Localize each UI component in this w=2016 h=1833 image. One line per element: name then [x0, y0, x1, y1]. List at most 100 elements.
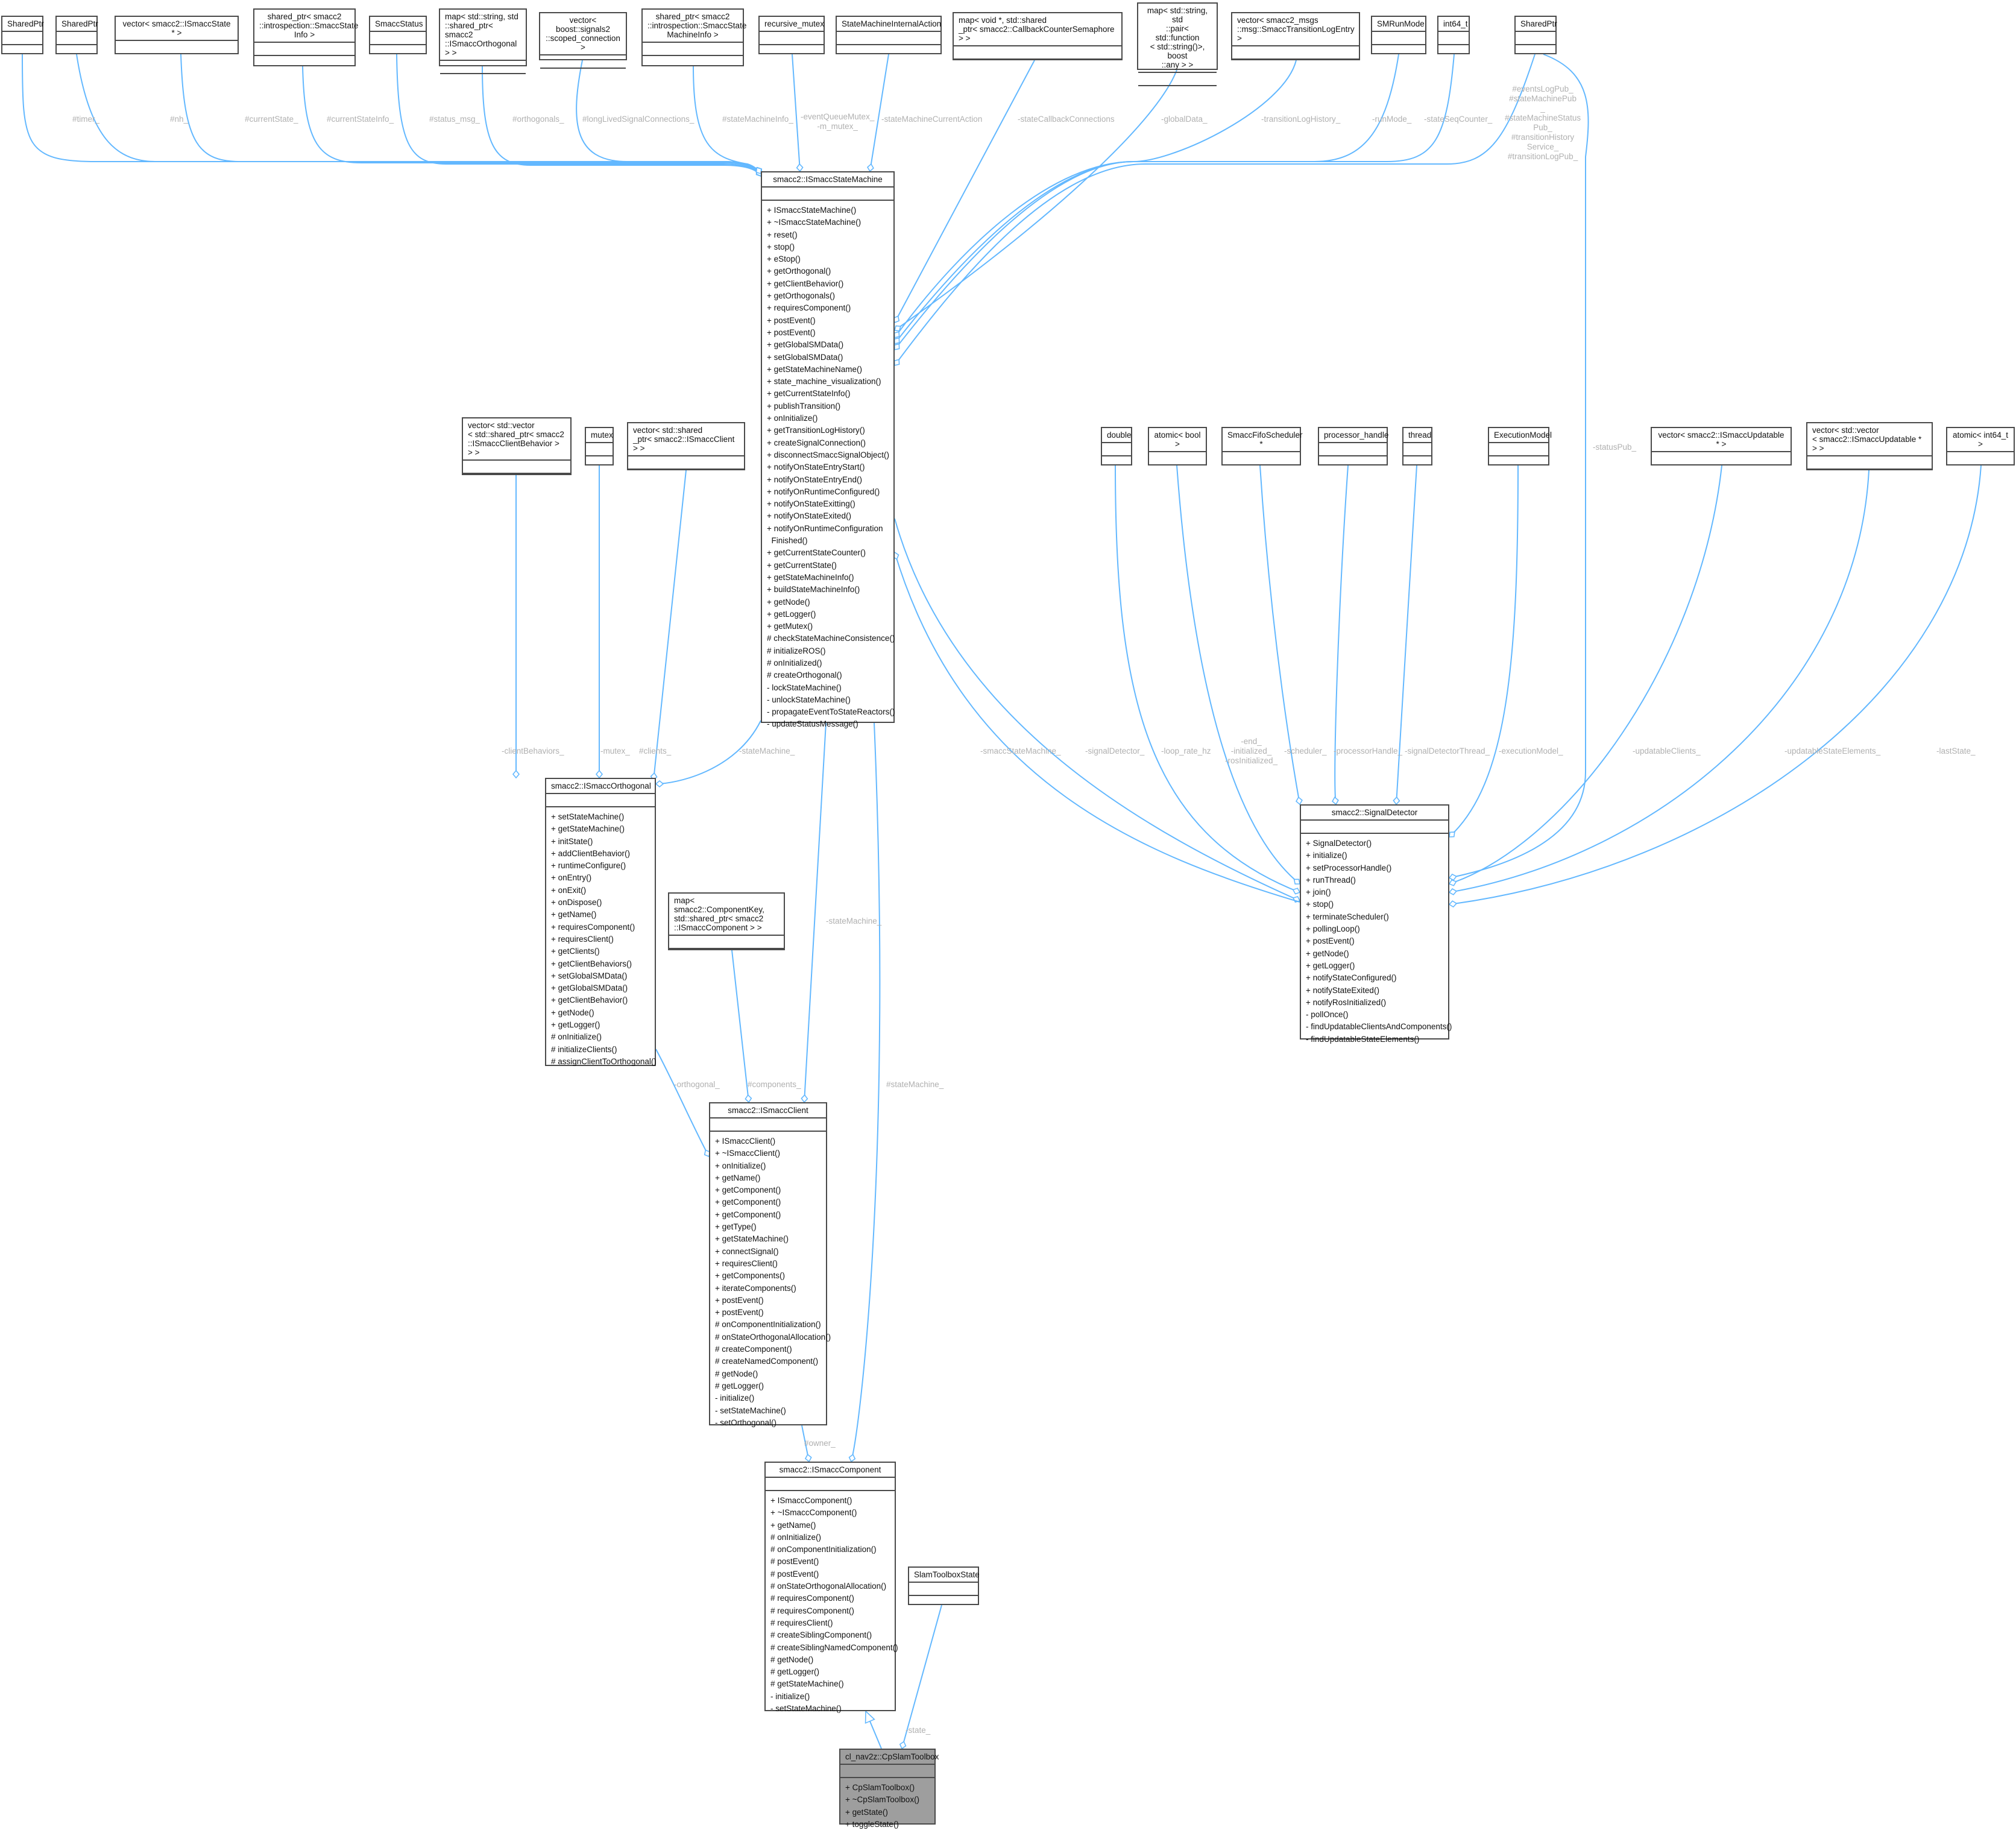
class-method: + eStop() [767, 254, 801, 264]
class-box-shared-ptr-sm-info[interactable]: shared_ptr< smacc2 ::introspection::Smac… [641, 8, 746, 66]
class-box-cp-slam-toolbox[interactable]: cl_nav2z::CpSlamToolbox + CpSlamToolbox(… [839, 1749, 939, 1829]
class-title: vector< std::shared _ptr< smacc2::ISmacc… [628, 423, 744, 456]
class-box-processor-handle[interactable]: processor_handle [1318, 427, 1388, 465]
class-box-double[interactable]: double [1101, 427, 1132, 465]
edge-label-events-log-pub: #eventsLogPub_ #stateMachinePub _ #state… [1505, 84, 1581, 161]
class-methods [1102, 456, 1131, 469]
class-title: ExecutionModel [1489, 428, 1552, 443]
class-box-execution-model[interactable]: ExecutionModel [1488, 427, 1552, 465]
class-method: + getGlobalSMData() [767, 340, 844, 350]
edge-updatable-clients [1449, 465, 1722, 884]
edge-orthogonal [655, 1049, 709, 1156]
class-methods [540, 69, 626, 81]
class-method: + notifyOnStateEntryEnd() [767, 475, 862, 484]
class-box-ismacc-orthogonal[interactable]: smacc2::ISmaccOrthogonal + setStateMachi… [545, 778, 657, 1066]
class-box-ismacc-component[interactable]: smacc2::ISmaccComponent + ISmaccComponen… [764, 1462, 898, 1713]
class-method: + buildStateMachineInfo() [767, 585, 860, 595]
class-box-thread[interactable]: thread [1402, 427, 1432, 465]
class-methods [57, 45, 96, 57]
class-box-mutex[interactable]: mutex [585, 427, 614, 465]
class-methods [909, 1596, 978, 1608]
class-title: vector< std::vector < std::shared_ptr< s… [463, 418, 570, 461]
class-attributes [116, 41, 238, 54]
class-attributes [1372, 32, 1425, 45]
class-attributes [766, 1478, 895, 1491]
class-method: + notifyOnRuntimeConfigured() [767, 487, 880, 496]
class-box-vector-state[interactable]: vector< smacc2::ISmaccState * > [115, 16, 239, 54]
class-method: + onEntry() [551, 873, 592, 883]
class-box-map-orthogonal[interactable]: map< std::string, std ::shared_ptr< smac… [439, 8, 527, 74]
class-methods [1403, 456, 1431, 469]
edge-semaphore [895, 60, 1035, 323]
class-methods [628, 470, 744, 482]
class-box-sm-run-mode[interactable]: SMRunMode [1371, 16, 1426, 54]
edge-label-loop-rate: -loop_rate_hz [1161, 746, 1211, 756]
class-method: # onStateOrthogonalAllocation() [715, 1332, 831, 1342]
class-method: + getNode() [767, 597, 810, 607]
class-method: # createNamedComponent() [715, 1357, 819, 1366]
edge-execution-model [1449, 465, 1519, 837]
class-box-vector-updatable[interactable]: vector< smacc2::ISmaccUpdatable * > [1651, 427, 1792, 465]
class-method: # assignClientToOrthogonal() [551, 1056, 657, 1066]
class-box-vector-clients[interactable]: vector< std::shared _ptr< smacc2::ISmacc… [627, 422, 745, 470]
class-methods [440, 74, 526, 86]
class-box-sm-internal-action[interactable]: StateMachineInternalAction [836, 16, 942, 54]
class-box-vector-vector-updatable[interactable]: vector< std::vector < smacc2::ISmaccUpda… [1806, 422, 1933, 470]
class-box-ismacc-state-machine[interactable]: smacc2::ISmaccStateMachine + ISmaccState… [761, 171, 895, 728]
class-box-map-components[interactable]: map< smacc2::ComponentKey, std::shared_p… [668, 892, 785, 950]
class-box-sharedptr-1[interactable]: SharedPtr [1, 16, 44, 54]
class-title: shared_ptr< smacc2 ::introspection::Smac… [643, 10, 746, 43]
class-box-atomic-int64[interactable]: atomic< int64_t > [1946, 427, 2015, 465]
class-box-signal-detector[interactable]: smacc2::SignalDetector + SignalDetector(… [1300, 804, 1452, 1044]
class-method: + iterateComponents() [715, 1283, 796, 1293]
class-box-slam-toolbox-state[interactable]: SlamToolboxState [908, 1566, 980, 1608]
class-box-shared-ptr-state-info[interactable]: shared_ptr< smacc2 ::introspection::Smac… [253, 8, 358, 66]
class-attributes [370, 32, 426, 45]
class-methods [1947, 465, 2014, 478]
class-method: + getOrthogonal() [767, 267, 831, 276]
class-method: + runtimeConfigure() [551, 861, 626, 871]
class-box-int64[interactable]: int64_t [1437, 16, 1470, 54]
class-box-sharedptr-2[interactable]: SharedPtr [55, 16, 98, 54]
class-method: + getComponents() [715, 1271, 785, 1281]
class-method: + setStateMachine() [551, 812, 625, 821]
class-method: + getName() [551, 910, 597, 920]
class-box-smacc-status[interactable]: SmaccStatus [369, 16, 427, 54]
class-box-recursive-mutex[interactable]: recursive_mutex [758, 16, 825, 54]
class-method: + getNode() [551, 1008, 594, 1017]
edge-sm-orthogonal [656, 720, 761, 784]
class-method: # createSiblingNamedComponent() [770, 1642, 898, 1652]
class-methods: + ISmaccComponent()+ ~ISmaccComponent()+… [766, 1491, 898, 1717]
edge-sm-info [693, 66, 761, 174]
class-title: processor_handle [1319, 428, 1388, 443]
edge-events-log-pub [895, 54, 1536, 365]
class-box-fifo-scheduler[interactable]: SmaccFifoScheduler * [1221, 427, 1303, 465]
class-attributes [760, 32, 824, 45]
edge-label-components: #components_ [748, 1080, 801, 1089]
class-method: + getComponent() [715, 1185, 781, 1195]
class-attributes [254, 43, 354, 56]
class-box-map-global-data[interactable]: map< std::string, std ::pair< std::funct… [1137, 2, 1218, 86]
class-box-ismacc-client[interactable]: smacc2::ISmaccClient + ISmaccClient()+ ~… [709, 1102, 831, 1427]
class-box-atomic-bool[interactable]: atomic< bool > [1148, 427, 1207, 465]
class-method: + publishTransition() [767, 401, 841, 411]
class-box-map-semaphore[interactable]: map< void *, std::shared _ptr< smacc2::C… [953, 12, 1123, 60]
class-title: vector< smacc2_msgs ::msg::SmaccTransiti… [1232, 13, 1359, 46]
edge-label-updatable-clients: -updatableClients_ [1633, 746, 1701, 756]
class-method: + getComponent() [715, 1197, 781, 1207]
class-box-vector-transition-log[interactable]: vector< smacc2_msgs ::msg::SmaccTransiti… [1231, 12, 1360, 60]
class-box-vector-scoped-connection[interactable]: vector< boost::signals2 ::scoped_connect… [539, 12, 627, 69]
edge-long-lived [576, 60, 761, 176]
class-methods [1232, 60, 1359, 72]
class-box-vector-client-behavior[interactable]: vector< std::vector < std::shared_ptr< s… [462, 417, 572, 475]
edge-last-state [1449, 465, 1982, 904]
class-method: - setStateMachine() [770, 1704, 842, 1714]
class-method: # checkStateMachineConsistence() [767, 634, 895, 643]
class-method: + getClients() [551, 947, 600, 956]
class-method: + disconnectSmaccSignalObject() [767, 450, 889, 459]
edge-sd-thread [1396, 465, 1417, 804]
edge-label-timer: #timer_ [72, 115, 100, 124]
class-box-sharedptr-3[interactable]: SharedPtr [1514, 16, 1557, 54]
class-method: + setGlobalSMData() [551, 971, 628, 980]
